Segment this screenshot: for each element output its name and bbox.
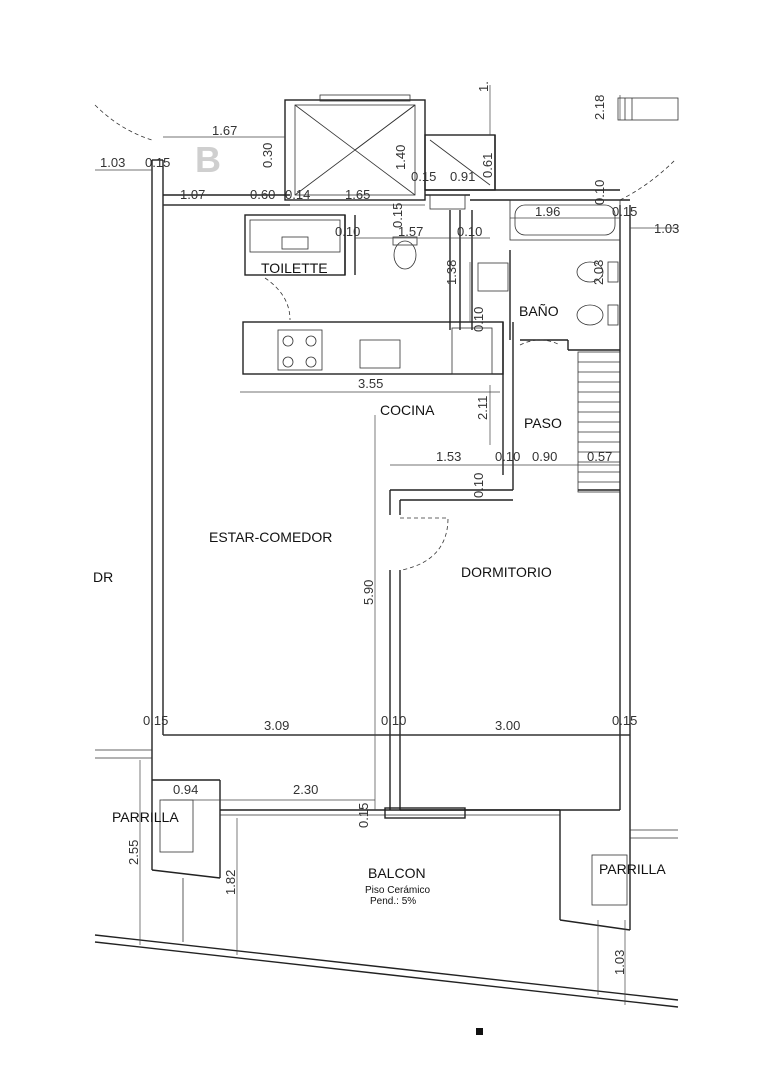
dim-label: 5.90 (361, 580, 376, 605)
dim-label: 3.55 (358, 376, 383, 391)
dim-label: 2.18 (592, 95, 607, 120)
dim-label: 1.38 (444, 260, 459, 285)
external-doors (94, 104, 676, 201)
dim-label: 2.03 (591, 260, 606, 285)
kitchen-counter (242, 321, 514, 490)
balcon-slope-note: Pend.: 5% (370, 896, 416, 907)
room-label-dormitorio: DORMITORIO (461, 564, 552, 580)
dim-label: 1.65 (345, 187, 370, 202)
dim-label: 0.30 (260, 143, 275, 168)
dormitorio-walls (389, 489, 620, 811)
dim-label: 0.10 (592, 180, 607, 205)
dim-label: 0.15 (145, 155, 170, 170)
dim-label: 0.60 (250, 187, 275, 202)
dim-label: 0.10 (471, 473, 486, 498)
dim-label: 1.03 (100, 155, 125, 170)
dim-label: 2.11 (475, 396, 490, 420)
bano-area (477, 199, 621, 351)
toilette-area (244, 210, 473, 330)
dim-label: 0.15 (390, 203, 405, 228)
dim-label: 0.10 (471, 307, 486, 332)
dim-label: 0.57 (587, 449, 612, 464)
page-marker (476, 1028, 483, 1035)
room-label-toilette: TOILETTE (261, 260, 328, 276)
room-label-bano: BAÑO (519, 303, 559, 319)
dim-label: 0.15 (356, 803, 371, 828)
dim-label: 3.00 (495, 718, 520, 733)
dim-label: 1.82 (223, 870, 238, 895)
dim-label: 2.55 (126, 840, 141, 865)
dim-label: 3.09 (264, 718, 289, 733)
dim-label: 0.10 (381, 713, 406, 728)
dim-label: 0.61 (480, 153, 495, 178)
block-letter: B (195, 139, 221, 180)
dim-label: 0.90 (532, 449, 557, 464)
dim-label: 2.30 (293, 782, 318, 797)
dim-label: 1.07 (180, 187, 205, 202)
dimension-lines (95, 85, 678, 1005)
room-label-paso: PASO (524, 415, 562, 431)
room-label-estar-comedor: ESTAR-COMEDOR (209, 529, 332, 545)
dim-label: 0.94 (173, 782, 198, 797)
dim-label: 1.57 (398, 224, 423, 239)
dim-label: 0.14 (285, 187, 310, 202)
dim-label: 1. (476, 81, 491, 92)
room-label-cocina: COCINA (380, 402, 435, 418)
stairs (577, 351, 621, 493)
dim-label: 1.96 (535, 204, 560, 219)
room-label-parrilla-left: PARRILLA (112, 809, 179, 825)
dim-label: 1.03 (612, 950, 627, 975)
room-label-parrilla-right: PARRILLA (599, 861, 666, 877)
dim-label: 0.15 (612, 204, 637, 219)
room-label-left-cut: DR (93, 569, 113, 585)
room-label-balcon: BALCON (368, 865, 426, 881)
window-top (319, 94, 679, 121)
dim-label: 1.53 (436, 449, 461, 464)
dim-label: 1.40 (393, 145, 408, 170)
dim-label: 0.10 (457, 224, 482, 239)
dim-label: 0.15 (143, 713, 168, 728)
dim-label: 1.67 (212, 123, 237, 138)
dim-label: 0.10 (335, 224, 360, 239)
dim-label: 1.03 (654, 221, 679, 236)
dim-label: 0.10 (495, 449, 520, 464)
dim-label: 0.15 (612, 713, 637, 728)
balcon-floor-note: Piso Cerámico (365, 885, 430, 896)
dim-label: 0.91 (450, 169, 475, 184)
dim-label: 0.15 (411, 169, 436, 184)
